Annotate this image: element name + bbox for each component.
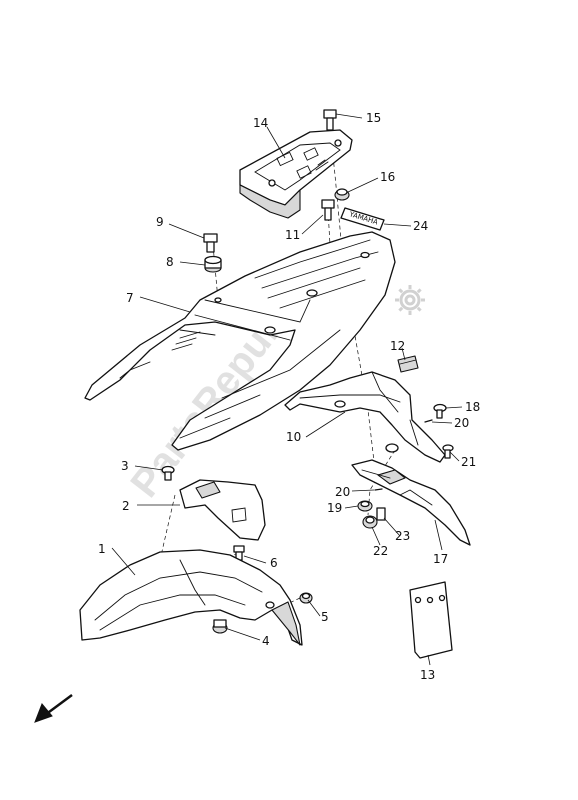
callout-5: 5 <box>321 610 329 624</box>
callout-23: 23 <box>395 529 410 543</box>
collar-23 <box>376 507 386 521</box>
clip-12 <box>397 355 419 373</box>
callouts: 1 2 3 4 5 6 7 8 9 10 11 12 13 14 15 16 1… <box>98 111 480 682</box>
callout-12: 12 <box>390 339 405 353</box>
callout-16: 16 <box>380 170 395 184</box>
bracket-2 <box>179 479 266 541</box>
rear-fender <box>84 231 396 451</box>
callout-2: 2 <box>122 499 130 513</box>
label-24: YAMAHA <box>340 207 385 231</box>
callout-21: 21 <box>461 455 476 469</box>
callout-20b: 20 <box>335 485 350 499</box>
callout-13: 13 <box>420 668 435 682</box>
watermark-gear-icon <box>395 285 425 315</box>
flap-10 <box>284 371 446 463</box>
callout-6: 6 <box>270 556 278 570</box>
washer-20a <box>424 419 433 423</box>
callout-17: 17 <box>433 552 448 566</box>
leader-lines <box>111 113 463 666</box>
washer-20b <box>374 488 383 491</box>
nut-4 <box>212 619 228 634</box>
collar-16 <box>334 188 350 201</box>
bracket-17 <box>351 459 471 546</box>
callout-4: 4 <box>262 634 270 648</box>
damper-8 <box>204 255 222 273</box>
callout-1: 1 <box>98 542 106 556</box>
callout-8: 8 <box>166 255 174 269</box>
callout-22: 22 <box>373 544 388 558</box>
bolt-15 <box>323 109 337 131</box>
callout-3: 3 <box>121 459 129 473</box>
screw-21 <box>442 444 454 459</box>
front-direction-arrow-icon <box>34 693 73 723</box>
callout-20a: 20 <box>454 416 469 430</box>
nut-19 <box>357 500 373 512</box>
callout-15: 15 <box>366 111 381 125</box>
nut-22 <box>362 515 378 529</box>
collar-5 <box>299 592 313 604</box>
callout-11: 11 <box>285 228 300 242</box>
bolt-9 <box>203 233 218 253</box>
callout-18: 18 <box>465 400 480 414</box>
callout-14: 14 <box>253 116 268 130</box>
bolt-11 <box>321 199 335 221</box>
carrier-14 <box>239 129 353 219</box>
callout-24: 24 <box>413 219 428 233</box>
plate-13 <box>409 581 453 659</box>
callout-19: 19 <box>327 501 342 515</box>
callout-10: 10 <box>286 430 301 444</box>
callout-7: 7 <box>126 291 134 305</box>
screw-18 <box>433 403 447 419</box>
callout-9: 9 <box>156 215 164 229</box>
front-fender <box>79 549 303 646</box>
